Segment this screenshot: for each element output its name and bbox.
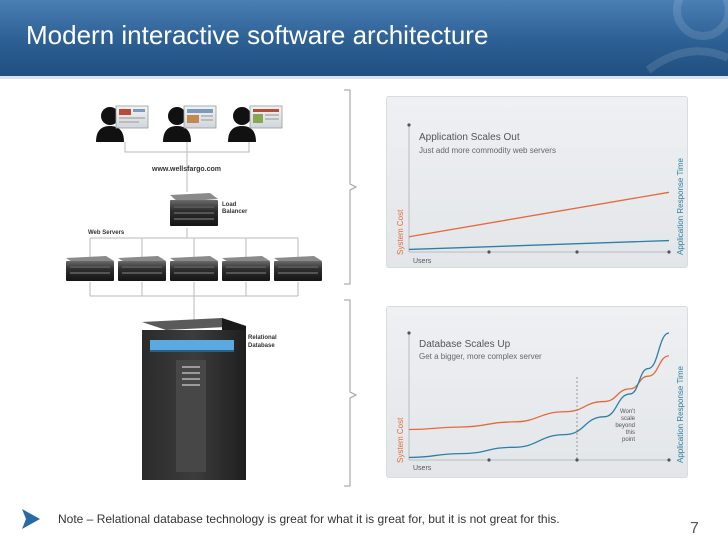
annotation-line-1: Won't [620,409,635,415]
x-axis-label: Users [413,465,432,472]
x-axis-tick-1 [487,458,491,462]
user-3 [228,105,283,142]
annotation-line-5: point [622,437,635,443]
chart-scales-out: Application Scales Out Just add more com… [396,123,685,265]
annotation-line-3: beyond [615,423,635,429]
x-axis-tick-3 [667,458,671,462]
chart-subtitle: Just add more commodity web servers [419,146,556,155]
watermark-decoration [645,0,728,74]
database-rack [142,318,246,480]
y-axis-label: System Cost [396,209,405,255]
title-rule [0,76,728,79]
x-axis-tick-2 [575,458,579,462]
title-bar: Modern interactive software architecture [0,0,728,76]
chart-panel-scales-out: Application Scales Out Just add more com… [386,96,688,268]
series-line-2 [408,239,670,251]
database-label-line-1: Relational [248,335,277,341]
chart-title: Database Scales Up [419,339,511,350]
web-servers-label: Web Servers [88,230,125,236]
x-axis-tick-2 [575,250,579,254]
web-server-5 [274,256,322,281]
web-server-2 [118,256,166,281]
chart-subtitle: Get a bigger, more complex server [419,352,542,361]
load-balancer-label-line-2: Balancer [222,209,248,215]
annotation-line-4: this [626,430,635,436]
series-line-1 [408,355,670,431]
slide-title: Modern interactive software architecture [26,20,489,50]
bracket-top [344,89,358,285]
chart-panel-scales-up: Database Scales Up Get a bigger, more co… [386,306,688,478]
web-server-4 [222,256,270,281]
user-1 [96,105,149,142]
x-axis-tick-1 [487,250,491,254]
user-2 [163,105,217,142]
page-number: 7 [690,520,699,537]
chart-scales-up: Database Scales Up Get a bigger, more co… [396,331,685,472]
connector-lines [89,142,299,320]
load-balancer-label-line-1: Load [222,202,237,208]
chart-title: Application Scales Out [419,132,520,143]
y-axis-label: System Cost [396,417,405,463]
x-axis-label: Users [413,258,432,265]
y2-axis-label: Application Response Time [676,366,685,463]
series-line-1 [408,191,670,238]
load-balancer [170,193,218,226]
y2-axis-label: Application Response Time [676,158,685,255]
bracket-bottom [344,299,358,487]
x-axis-tick-3 [667,250,671,254]
series-line-2 [408,332,670,459]
database-label-line-2: Database [248,343,275,349]
web-server-1 [66,256,114,281]
y-axis-tick [407,331,411,335]
website-url: www.wellsfargo.com [151,166,221,173]
footer-note: Note – Relational database technology is… [58,512,560,526]
note-arrow-icon [22,509,40,529]
web-server-3 [170,256,218,281]
annotation-line-2: scale [621,416,636,422]
y-axis-tick [407,123,411,127]
